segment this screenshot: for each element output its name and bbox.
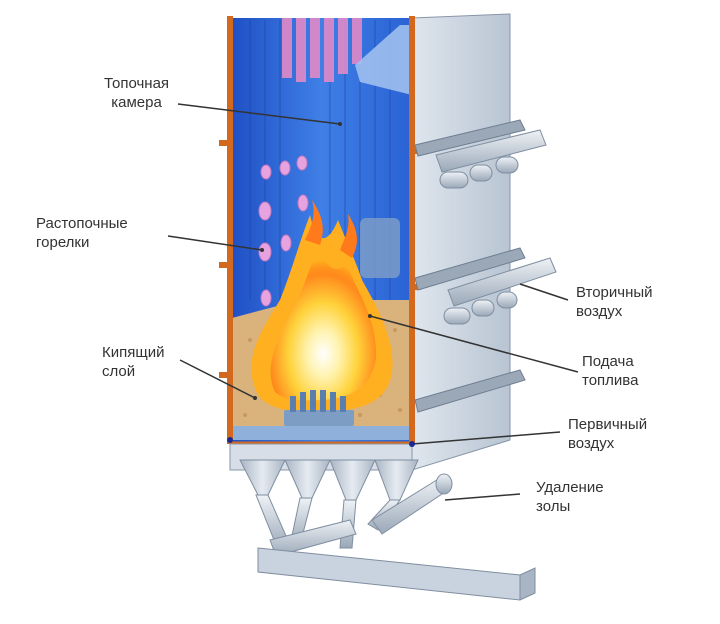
leader-furnace-chamber <box>177 103 341 125</box>
ash-conveyor <box>257 547 521 601</box>
upper-duct <box>355 25 412 95</box>
secondary-air-manifold-lower <box>443 257 557 325</box>
label-fluidized-bed: Кипящий слой <box>102 343 164 381</box>
label-furnace-chamber-line2: камера <box>111 94 162 111</box>
frame-lugs <box>219 140 421 378</box>
fuel-feed-nozzle <box>360 218 400 278</box>
label-fuel-feed-line2: топлива <box>582 372 639 389</box>
flame-tongue-left <box>305 200 323 245</box>
label-ash-removal-line1: Удаление <box>536 479 604 496</box>
label-ignition-burners-line2: горелки <box>36 234 90 251</box>
label-primary-air: Первичный воздух <box>568 415 647 453</box>
leader-fuel-feed <box>369 315 579 373</box>
label-secondary-air-line2: воздух <box>576 303 623 320</box>
leader-lines <box>167 103 579 501</box>
label-primary-air-line2: воздух <box>568 435 615 452</box>
secondary-air-manifold-upper <box>435 129 547 189</box>
leader-primary-air <box>411 431 561 445</box>
label-fluidized-bed-line1: Кипящий <box>102 344 165 361</box>
label-fluidized-bed-line2: слой <box>102 363 136 380</box>
label-secondary-air-line1: Вторичный <box>576 284 653 301</box>
leader-ignition-burners <box>167 235 263 251</box>
label-ignition-burners-line1: Растопочные <box>36 215 128 232</box>
leader-ash-removal <box>444 493 521 501</box>
label-fuel-feed-line1: Подача <box>582 353 634 370</box>
air-distributor <box>284 390 354 426</box>
label-furnace-chamber: Топочная камера <box>104 74 169 112</box>
label-primary-air-line1: Первичный <box>568 416 648 433</box>
ash-pipes <box>255 473 453 557</box>
label-ash-removal: Удаление золы <box>536 478 604 516</box>
ignition-burners <box>258 155 309 307</box>
label-ash-removal-line2: золы <box>536 498 571 515</box>
label-secondary-air: Вторичный воздух <box>576 283 653 321</box>
flame-tongue-right <box>340 214 357 258</box>
leader-fluidized-bed <box>179 359 256 399</box>
side-rails <box>414 119 526 413</box>
grate-plate <box>232 426 410 440</box>
leader-secondary-air <box>519 283 569 301</box>
label-ignition-burners: Растопочные горелки <box>36 214 128 252</box>
flame-inner <box>270 245 377 401</box>
ash-hoppers <box>239 459 419 501</box>
label-furnace-chamber-line1: Топочная <box>104 75 170 92</box>
ash-conveyor-end <box>519 567 536 601</box>
leader-dots <box>227 122 415 447</box>
superheater-panels <box>282 18 362 82</box>
label-fuel-feed: Подача топлива <box>582 352 638 390</box>
